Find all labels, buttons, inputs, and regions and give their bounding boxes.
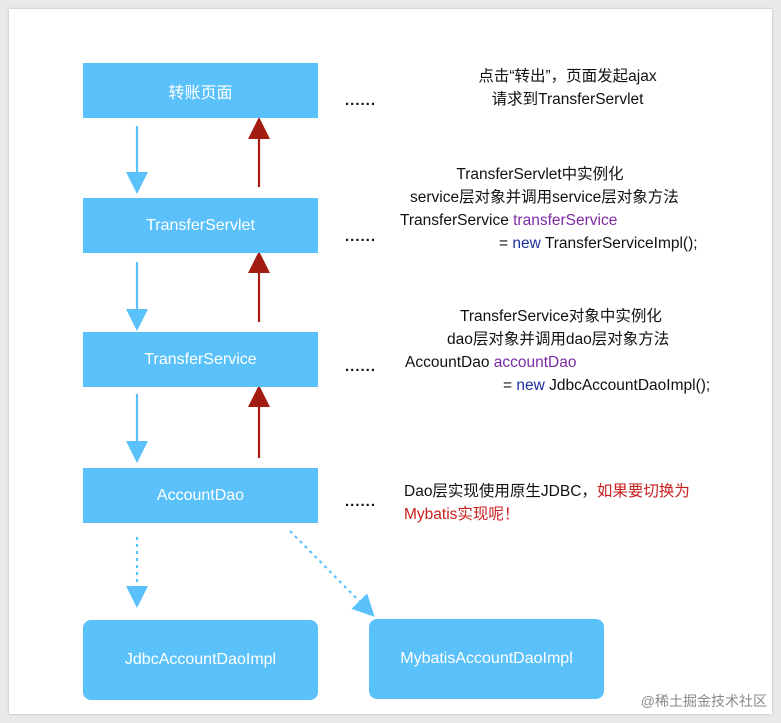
dots-connector: ...... [345,92,377,109]
code-type: TransferService [400,212,514,229]
note-line: service层对象并调用service层对象方法 [410,189,679,206]
note-line: 请求到TransferServlet [491,91,644,108]
code-keyword: new [512,235,541,252]
box-account-dao: AccountDao [83,468,318,523]
code-line: AccountDao accountDao [405,351,735,374]
box-transfer-servlet: TransferServlet [83,198,318,253]
dashed-arrow-dao-to-mybatis [289,530,375,617]
box-label: JdbcAccountDaoImpl [124,651,277,668]
code-keyword: new [516,377,545,394]
note-warning: Mybatis实现呢！ [404,506,520,523]
code-line: = new TransferServiceImpl(); [400,232,730,255]
note-line: TransferService对象中实例化 [460,308,662,325]
code-type: AccountDao [405,354,494,371]
code-variable: accountDao [493,354,577,371]
note-line: dao层对象并调用dao层对象方法 [447,331,670,348]
box-label: MybatisAccountDaoImpl [400,650,573,667]
note-warning: 如果要切换为 [596,483,690,500]
note-line: 点击“转出”，页面发起ajax [478,68,657,85]
note-servlet: TransferServlet中实例化 service层对象并调用service… [400,163,730,255]
note-dao: Dao层实现使用原生JDBC，如果要切换为 Mybatis实现呢！ [404,480,744,526]
box-jdbc-impl: JdbcAccountDaoImpl [83,620,318,700]
box-label: AccountDao [156,486,245,504]
box-mybatis-impl: MybatisAccountDaoImpl [369,619,604,699]
dots-connector: ...... [345,358,377,375]
code-equals: = [503,377,517,394]
box-transfer-service: TransferService [83,332,318,387]
box-label: TransferServlet [146,216,255,234]
note-line: TransferServlet中实例化 [456,166,624,183]
code-variable: transferService [513,212,618,229]
box-label: TransferService [144,350,257,368]
code-equals: = [499,235,513,252]
code-rest: JdbcAccountDaoImpl(); [544,377,711,394]
box-transfer-page: 转账页面 [83,63,318,118]
note-page: 点击“转出”，页面发起ajax 请求到TransferServlet [460,65,675,111]
code-line: = new JdbcAccountDaoImpl(); [405,374,735,397]
dots-connector: ...... [345,228,377,245]
note-line: Dao层实现使用原生JDBC，如果要切换为 [404,480,744,503]
watermark: @稀土掘金技术社区 [640,693,767,709]
code-line: TransferService transferService [400,209,730,232]
note-text: Dao层实现使用原生JDBC， [404,483,597,500]
code-rest: TransferServiceImpl(); [540,235,698,252]
note-service: TransferService对象中实例化 dao层对象并调用dao层对象方法 … [405,305,735,397]
dots-connector: ...... [345,493,377,510]
box-label: 转账页面 [168,84,233,102]
